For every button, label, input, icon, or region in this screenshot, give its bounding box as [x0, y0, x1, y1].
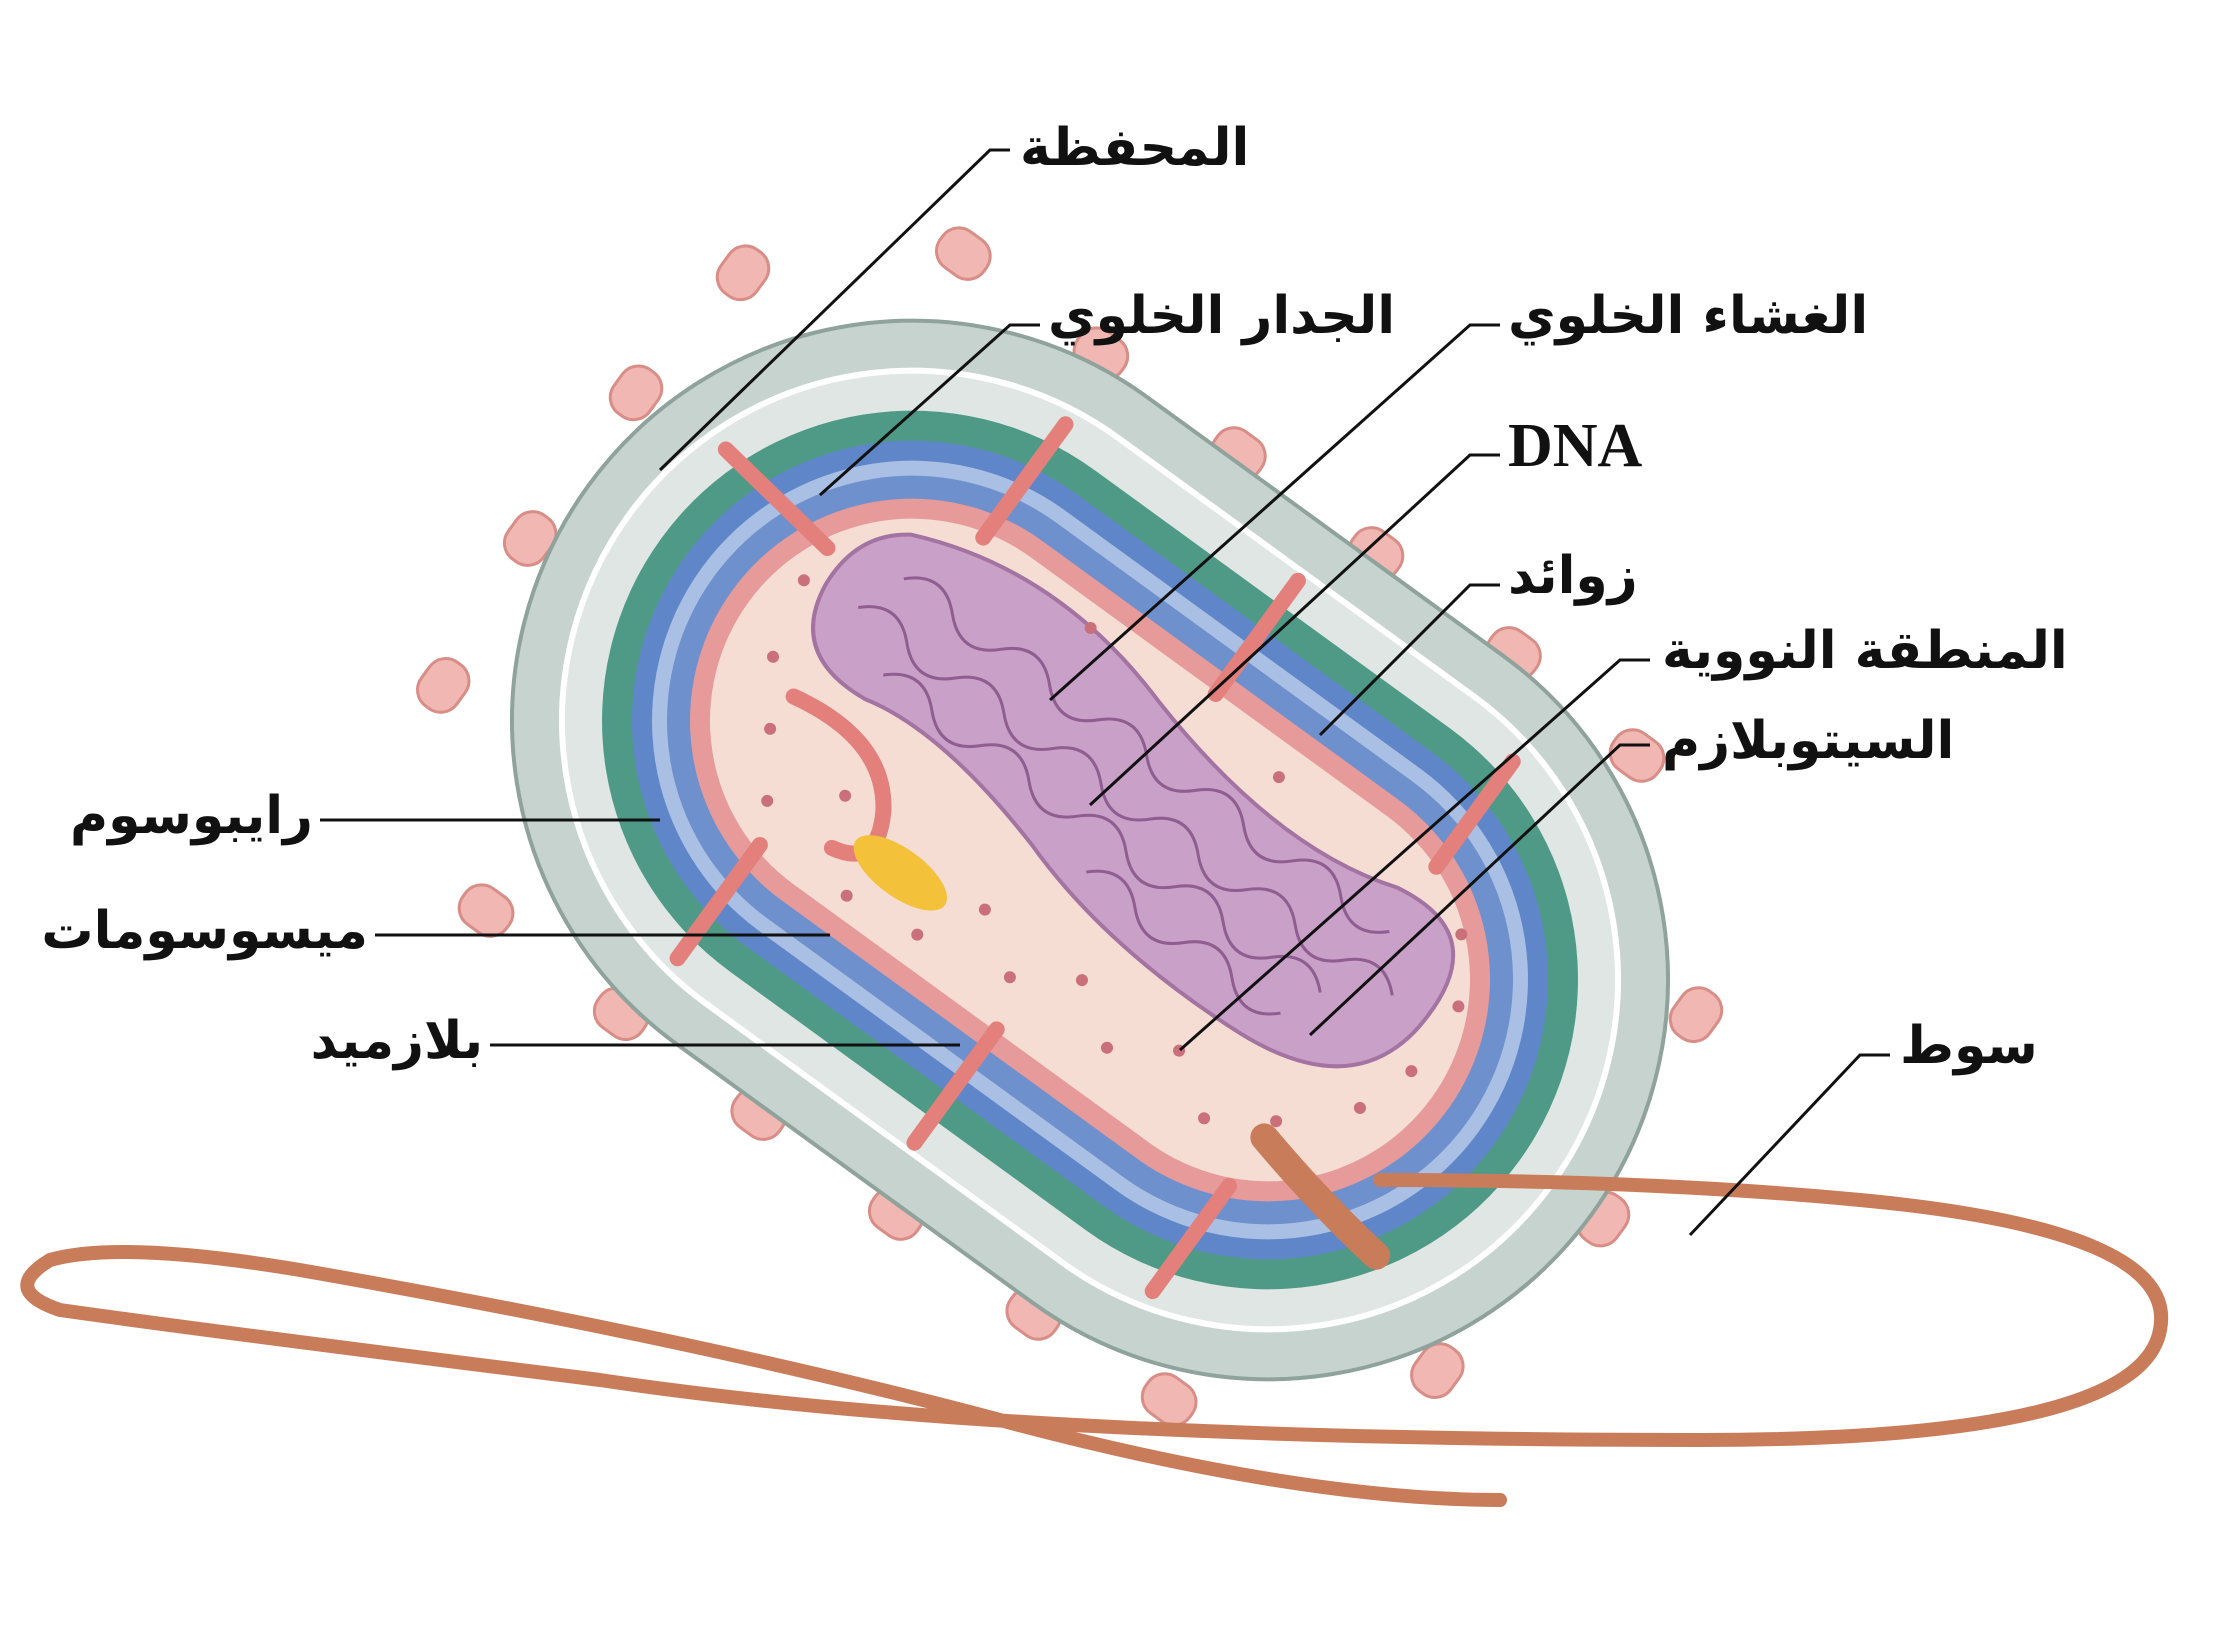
ribosome-dot	[911, 928, 924, 941]
nucleoid	[811, 532, 1456, 1069]
ribosomes	[761, 574, 1468, 1128]
pilus	[934, 226, 992, 281]
ribosome-dot	[1452, 1000, 1465, 1013]
ribosome-dot	[839, 789, 852, 802]
leader-dna	[1088, 453, 1500, 807]
ribosome-dot	[1270, 1115, 1283, 1128]
ribosome-dot	[1272, 771, 1285, 784]
ribosome-dot	[764, 722, 777, 735]
pilus	[415, 657, 471, 714]
leader-cytoplasm	[1308, 743, 1650, 1037]
ribosome-dot	[1353, 1101, 1366, 1114]
pilus	[457, 883, 515, 938]
label-cell-membrane: الغشاء الخلوي	[1508, 286, 1869, 346]
ribosome-dot	[1003, 971, 1016, 984]
plasmid	[853, 835, 948, 911]
flagellum-base	[1250, 1123, 1391, 1270]
ribosome-dot	[978, 903, 991, 916]
leader-nucleoid	[1179, 658, 1650, 1052]
label-cytoplasm: السيتوبلازم	[1662, 711, 1955, 771]
ribosome-dot	[1405, 1065, 1418, 1078]
ribosome-dot	[767, 650, 780, 663]
ribosome-dot	[1084, 621, 1097, 634]
pilus	[1668, 986, 1724, 1043]
ribosome-dot	[1455, 928, 1468, 941]
leader-pili	[1318, 583, 1500, 737]
label-capsule: المحفظة	[1020, 118, 1250, 178]
leader-cell-membrane	[1049, 323, 1500, 702]
ribosome-dot	[797, 574, 810, 587]
ribosome-dot	[1101, 1041, 1114, 1054]
flagellum	[20, 1173, 2169, 1507]
label-mesosomes: ميسوسومات	[41, 901, 368, 961]
ribosome-dot	[1075, 974, 1088, 987]
ribosome-dot	[840, 889, 853, 902]
label-pili: زوائد	[1508, 546, 1638, 606]
pilus	[715, 244, 771, 302]
leader-lines	[320, 148, 1890, 1237]
pilus	[1410, 1342, 1465, 1399]
label-plasmid: بلازميد	[310, 1011, 483, 1071]
label-ribosome: رايبوسوم	[70, 786, 313, 846]
label-cell-wall: الجدار الخلوي	[1048, 286, 1396, 346]
leader-flagellum	[1688, 1053, 1890, 1237]
pilus	[608, 364, 664, 422]
pilus	[1608, 728, 1666, 783]
leader-capsule	[658, 148, 1010, 472]
label-flagellum: سوط	[1900, 1016, 2038, 1076]
label-nucleoid: المنطقة النووية	[1662, 621, 2068, 681]
pilus	[1140, 1372, 1198, 1427]
label-dna: DNA	[1508, 412, 1643, 480]
ribosome-dot	[1198, 1112, 1211, 1125]
ribosome-dot	[761, 794, 774, 807]
leader-cell-wall	[818, 323, 1040, 497]
